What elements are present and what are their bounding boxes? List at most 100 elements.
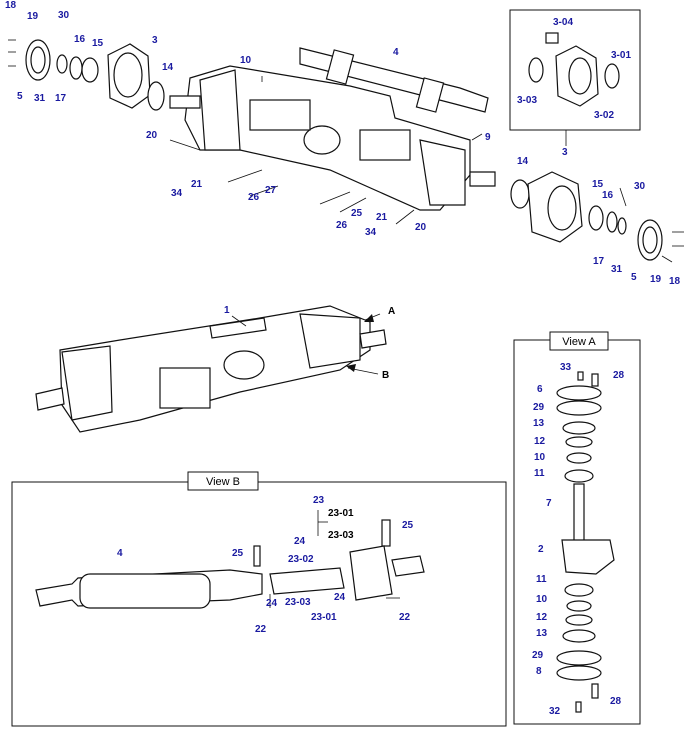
label: 14	[517, 156, 529, 167]
part-28-bottom-bolt	[591, 683, 599, 699]
label: 5	[17, 91, 23, 102]
view-b-panel: View B 23 23-01 23-03 25 24 23-02 4 25 2…	[11, 471, 507, 727]
view-a-title: View A	[562, 336, 596, 348]
label: 11	[536, 574, 547, 585]
label: 34	[365, 227, 377, 238]
label: 25	[351, 208, 363, 219]
view-b-title: View B	[206, 476, 240, 488]
label: 21	[191, 179, 203, 190]
part-seal14-left	[147, 81, 165, 111]
part-3-04	[545, 32, 559, 44]
label: 10	[240, 55, 252, 66]
part-bearing-right	[606, 211, 618, 233]
assembled-frame-left-end	[61, 345, 113, 421]
label: 34	[171, 188, 183, 199]
frame-right-end	[419, 139, 466, 206]
view-a-panel: View A 33 28 6 29 13 12 10 11 7 2 11 10 …	[513, 331, 641, 725]
assembled-frame-window	[159, 367, 211, 409]
label: 26	[248, 192, 260, 203]
part-washer-right	[617, 217, 627, 235]
label: 14	[162, 62, 174, 73]
part-ring-right	[588, 205, 604, 231]
label: 23-01	[328, 508, 354, 519]
frame-window-2	[359, 129, 411, 161]
label: 19	[650, 274, 662, 285]
part-12-bottom	[565, 614, 593, 626]
label: 13	[533, 418, 545, 429]
part-11-top	[564, 469, 594, 483]
part-32	[575, 701, 582, 713]
label: 27	[265, 185, 277, 196]
frame-boss	[303, 125, 341, 155]
label: 13	[536, 628, 548, 639]
part-6	[556, 385, 602, 401]
assembled-stub-right	[359, 329, 387, 349]
part-29-bottom	[556, 650, 602, 666]
label: 29	[532, 650, 544, 661]
label: 31	[34, 93, 46, 104]
label: 3-03	[517, 95, 537, 106]
part-33	[577, 371, 584, 381]
view-b-pin-25-left	[253, 545, 261, 567]
assembled-stub-left	[35, 387, 65, 411]
label: 3-04	[553, 17, 573, 28]
label: 16	[602, 190, 614, 201]
arrow-label-b: B	[382, 370, 389, 381]
label: 18	[669, 276, 681, 287]
label: 25	[232, 548, 244, 559]
frame-left-end	[199, 69, 241, 151]
label: 28	[613, 370, 625, 381]
label: 24	[266, 598, 278, 609]
part-hub-bore-left	[113, 52, 143, 98]
part-3-02-bore	[568, 57, 592, 95]
view-b-title-box	[187, 471, 259, 491]
part-11-bottom	[564, 583, 594, 597]
label: 23-03	[285, 597, 311, 608]
frame-window	[249, 99, 311, 131]
label: 23	[313, 495, 325, 506]
part-7-pin	[573, 483, 585, 545]
label: 23-01	[311, 612, 337, 623]
label: 6	[537, 384, 543, 395]
view-b-link	[269, 567, 345, 595]
part-washer-left	[56, 54, 68, 74]
label: 20	[146, 130, 158, 141]
part-3-01	[604, 63, 620, 89]
label: 12	[534, 436, 546, 447]
label: 31	[611, 264, 623, 275]
label: 25	[402, 520, 414, 531]
label: 4	[393, 47, 399, 58]
part-6-base	[556, 400, 602, 416]
label: 12	[536, 612, 548, 623]
label: 15	[592, 179, 604, 190]
label: 33	[560, 362, 572, 373]
label: 4	[117, 548, 123, 559]
label: 11	[534, 468, 545, 479]
frame-stub-right	[469, 171, 496, 187]
part-28-top-bolt	[591, 373, 599, 387]
part-ring-left	[81, 57, 99, 83]
label: 8	[536, 666, 542, 677]
arrow-b-head	[346, 364, 356, 372]
label: 3	[152, 35, 158, 46]
label: 3-01	[611, 50, 631, 61]
label: 30	[634, 181, 646, 192]
top-exploded-view: 18 19 30 16 15 3 5 31 17 14 10 4 20 34 2…	[5, 0, 684, 287]
label: 22	[399, 612, 411, 623]
label: 5	[631, 272, 637, 283]
part-3-03	[528, 57, 544, 83]
label: 3	[562, 147, 568, 158]
part-hub-bore-right	[547, 185, 577, 231]
hub-subassembly-insert	[509, 9, 641, 146]
part-13-top	[562, 421, 596, 435]
assembled-frame-view: 1 A B	[35, 305, 395, 433]
part-12-top	[565, 436, 593, 448]
part-10-top	[566, 452, 592, 464]
view-a-title-box	[549, 331, 609, 351]
assembled-frame-right-end	[299, 313, 361, 369]
label: 15	[92, 38, 104, 49]
label: 2	[538, 544, 544, 555]
view-b-clevis	[349, 545, 393, 601]
right-hub-parts	[510, 171, 684, 263]
part-seal14-right	[510, 179, 530, 209]
